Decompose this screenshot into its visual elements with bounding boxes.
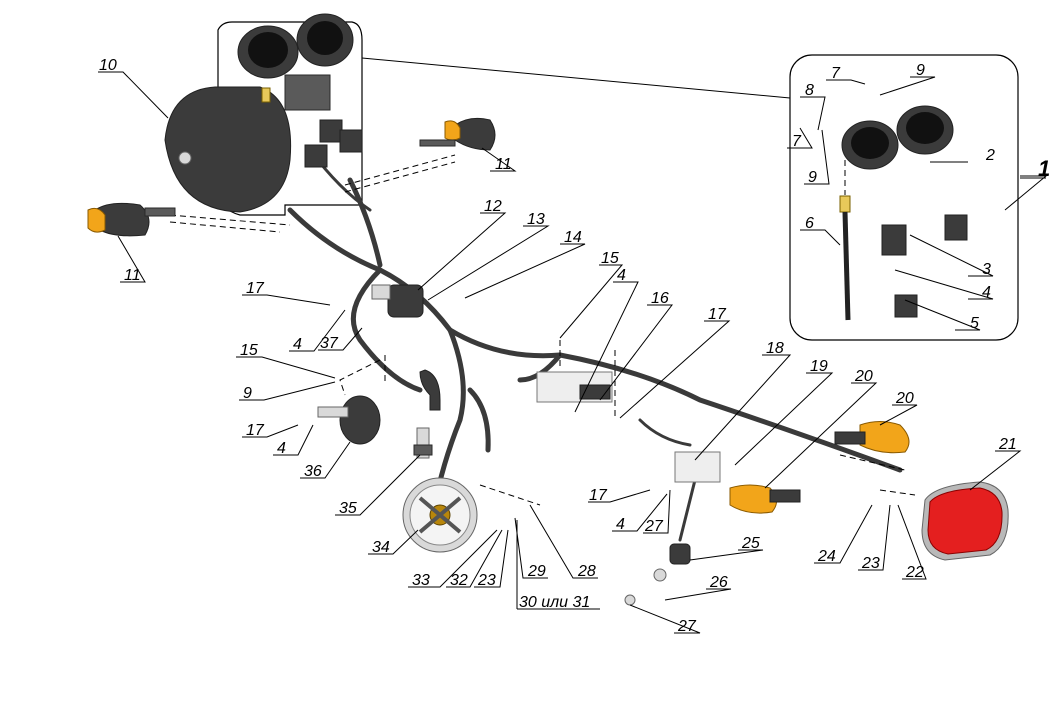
callout-17-horn: 17 [246, 422, 265, 439]
callout-22: 22 [905, 564, 924, 581]
turn-signal-rear-right [834, 421, 910, 454]
callout-4-horn: 4 [277, 440, 286, 457]
callout-27-sensor: 27 [677, 618, 697, 635]
main-harness [287, 148, 903, 542]
turn-signal-front-right [419, 117, 496, 151]
detail-inset-frame [789, 54, 1019, 341]
callout-35: 35 [339, 500, 357, 517]
inset-instrument-cluster [841, 105, 968, 318]
callout-37: 37 [320, 335, 339, 352]
callout-17-left: 17 [246, 280, 265, 297]
callout-9-top: 9 [916, 62, 925, 79]
callout-21: 21 [998, 436, 1017, 453]
neutral-sensor [624, 543, 691, 606]
tail-light [921, 481, 1009, 561]
callout-9-horn: 9 [243, 385, 252, 402]
ignition-coil [371, 284, 424, 318]
callout-23-tail: 23 [861, 555, 880, 572]
callout-8: 8 [805, 82, 814, 99]
stator-alternator [402, 477, 478, 553]
callout-17-right: 17 [708, 306, 727, 323]
callout-1: 1 [1038, 156, 1050, 181]
callout-15-left: 15 [240, 342, 258, 359]
callout-2: 2 [985, 147, 995, 164]
headlight-housing [164, 86, 292, 213]
instrument-cluster [237, 13, 363, 168]
callout-36: 36 [304, 463, 322, 480]
callout-11-right: 11 [495, 156, 512, 173]
callout-4-relay: 4 [616, 516, 625, 533]
callout-24: 24 [817, 548, 836, 565]
dashed-connections [169, 140, 916, 506]
callout-17-relay: 17 [589, 487, 608, 504]
turn-signal-rear-left [729, 484, 801, 514]
callout-19: 19 [810, 358, 828, 375]
callout-5: 5 [970, 315, 979, 332]
spark-plug-cap [419, 369, 441, 411]
callout-23-stator: 23 [477, 572, 496, 589]
callout-4-inset: 4 [982, 284, 991, 301]
callout-7-left: 7 [792, 133, 802, 150]
callout-16: 16 [651, 290, 669, 307]
callout-15-top: 15 [601, 250, 619, 267]
callout-26: 26 [709, 574, 728, 591]
callout-labels: 1 2 3 4 5 6 7 7 8 9 9 10 11 11 12 13 14 … [99, 57, 1050, 635]
callout-27-relay: 27 [644, 518, 664, 535]
spark-plug [413, 427, 433, 459]
callout-29: 29 [527, 563, 546, 580]
callout-30-or-31: 30 или 31 [519, 594, 590, 611]
callout-28: 28 [577, 563, 596, 580]
callout-4-coil: 4 [293, 336, 302, 353]
callout-33: 33 [412, 572, 430, 589]
callout-6: 6 [805, 215, 814, 232]
callout-13: 13 [527, 211, 545, 228]
callout-20-right: 20 [895, 390, 914, 407]
turn-signal-front-left [87, 202, 176, 237]
callout-10: 10 [99, 57, 117, 74]
callout-11-left: 11 [124, 267, 141, 284]
callout-7-top: 7 [831, 65, 841, 82]
callout-12: 12 [484, 198, 502, 215]
inset-connector-line [361, 57, 791, 99]
callout-34: 34 [372, 539, 390, 556]
callout-20-left: 20 [854, 368, 873, 385]
callout-4-regulator: 4 [617, 267, 626, 284]
speedometer-cable [839, 195, 851, 321]
callout-9-left: 9 [808, 169, 817, 186]
callout-14: 14 [564, 229, 582, 246]
callout-32: 32 [450, 572, 468, 589]
callout-18: 18 [766, 340, 784, 357]
callout-25: 25 [741, 535, 760, 552]
voltage-regulator [536, 371, 613, 403]
callout-leaders [98, 71, 1048, 634]
callout-3: 3 [982, 261, 991, 278]
horn [317, 395, 381, 445]
